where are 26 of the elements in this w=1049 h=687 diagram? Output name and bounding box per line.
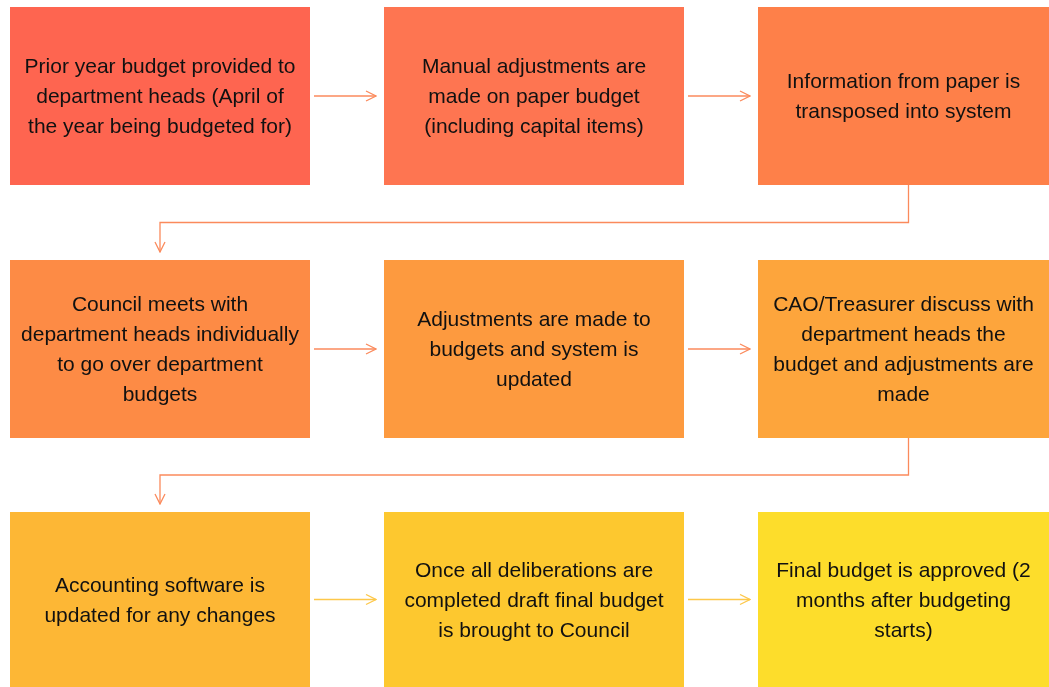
step-text: Final budget is approved (2 months after budgeting starts) [775, 556, 1032, 643]
process-box [758, 260, 1049, 438]
step-text: Once all deliberations are completed draft final budget is brought to Council [403, 556, 665, 643]
process-box [10, 7, 310, 185]
process-box [10, 512, 310, 687]
step-text: Council meets with department heads individually to go over department budgets [20, 291, 300, 407]
step-text: Accounting software is updated for any changes [43, 571, 277, 628]
process-box [758, 7, 1049, 185]
step-text: Prior year budget provided to department heads (April of the year being budgeted for) [23, 53, 297, 139]
step-text: Adjustments are made to budgets and system is updated [416, 306, 652, 392]
arrow [313, 90, 377, 102]
arrow [687, 90, 751, 102]
process-box [384, 260, 684, 438]
arrow [313, 343, 377, 355]
step-text: Manual adjustments are made on paper budget (including capital items) [420, 53, 648, 139]
arrow [154, 184, 910, 253]
step-text: Information from paper is transposed into system [785, 68, 1022, 124]
arrow [154, 437, 910, 505]
arrow [687, 593, 751, 606]
process-box [758, 512, 1049, 687]
process-box [384, 7, 684, 185]
arrow [687, 343, 751, 355]
process-box [384, 512, 684, 687]
step-text: CAO/Treasurer discuss with department heads the budget and adjustments are made [772, 291, 1035, 407]
arrow [313, 593, 377, 606]
process-box [10, 260, 310, 438]
